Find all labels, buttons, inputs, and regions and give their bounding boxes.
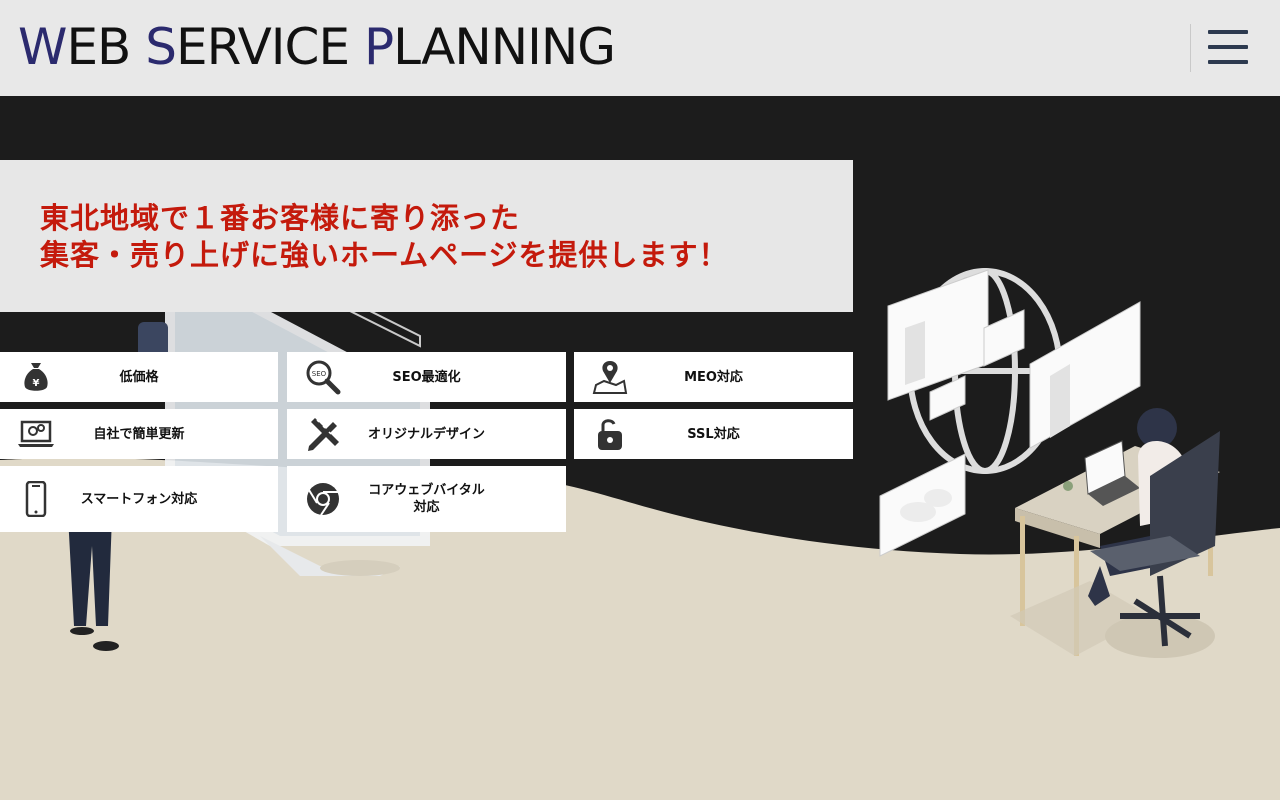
feature-seo: SEO SEO最適化 [287, 352, 566, 402]
headline-line-1: 東北地域で１番お客様に寄り添った [40, 201, 521, 235]
feature-label: コアウェブバイタル 対応 [368, 483, 485, 515]
map-pin-icon [592, 361, 628, 394]
feature-label: オリジナルデザイン [367, 426, 485, 442]
feature-label: MEO対応 [684, 369, 743, 385]
headline-banner: 東北地域で１番お客様に寄り添った 集客・売り上げに強いホームページを提供します！ [0, 160, 853, 312]
feature-label: SSL対応 [687, 426, 740, 442]
person-illustration-left [68, 322, 168, 651]
feature-easy-update: 自社で簡単更新 [0, 409, 278, 459]
chrome-icon [307, 483, 339, 516]
feature-label: 自社で簡単更新 [93, 426, 185, 442]
feature-label: スマートフォン対応 [80, 491, 198, 507]
site-header: WEB SERVICE PLANNING [0, 0, 1280, 96]
pencil-ruler-icon [308, 418, 339, 451]
hero-headline: 東北地域で１番お客様に寄り添った 集客・売り上げに強いホームページを提供します！ [40, 200, 729, 274]
hero-section: 東北地域で１番お客様に寄り添った 集客・売り上げに強いホームページを提供します！… [0, 96, 1280, 800]
smartphone-icon [25, 481, 47, 517]
feature-low-price: ¥ 低価格 [0, 352, 278, 402]
site-logo[interactable]: WEB SERVICE PLANNING [18, 18, 616, 76]
padlock-icon [598, 419, 622, 450]
headline-line-2: 集客・売り上げに強いホームページを提供します！ [40, 238, 729, 272]
browser-windows-illustration [879, 269, 1141, 557]
feature-core-web-vitals: コアウェブバイタル 対応 [287, 466, 566, 532]
feature-label: 低価格 [119, 369, 159, 385]
feature-ssl: SSL対応 [574, 409, 853, 459]
svg-text:SEO: SEO [312, 370, 327, 378]
desk-worker-illustration [1010, 408, 1220, 658]
feature-original-design: オリジナルデザイン [287, 409, 566, 459]
feature-meo: MEO対応 [574, 352, 853, 402]
svg-text:¥: ¥ [33, 378, 40, 389]
money-bag-icon: ¥ [24, 363, 48, 391]
feature-label: SEO最適化 [392, 369, 461, 385]
feature-smartphone: スマートフォン対応 [0, 466, 278, 532]
laptop-gear-icon [18, 420, 54, 447]
header-divider [1190, 24, 1191, 72]
seo-magnifier-icon: SEO [306, 360, 341, 395]
hamburger-menu-icon[interactable] [1206, 30, 1250, 66]
